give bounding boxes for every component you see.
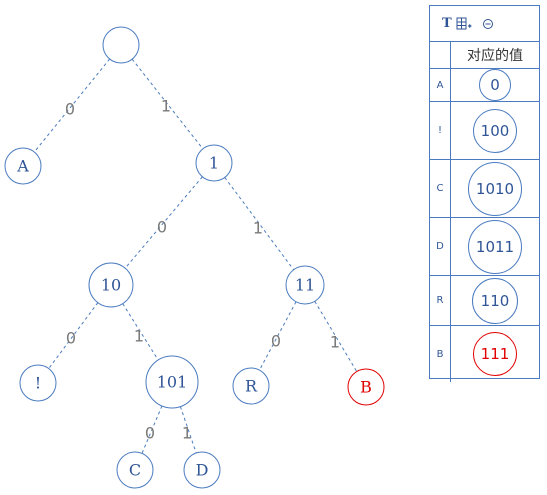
table-row[interactable]: ! 100 (430, 102, 539, 160)
header-key-cell (430, 42, 451, 68)
edge-label-n10-bang: 0 (66, 329, 76, 348)
node-circle (183, 451, 221, 489)
node-label: 1 (209, 154, 219, 173)
node-label: A (16, 157, 29, 176)
node-circle (19, 364, 57, 402)
node-label: 11 (295, 276, 315, 295)
code-value-bubble: 111 (473, 332, 517, 376)
node-label: 10 (101, 276, 121, 295)
tree-edge-n10-n101 (122, 303, 159, 361)
row-key: A (430, 69, 451, 101)
text-format-icon[interactable]: T (442, 16, 452, 31)
edge-label-n101-C: 0 (145, 424, 155, 443)
row-key: C (430, 160, 451, 217)
node-circle (285, 265, 325, 305)
tree-edge-n1-n10 (124, 176, 203, 269)
node-label: R (245, 377, 258, 396)
table-row[interactable]: D 1011 (430, 218, 539, 276)
edge-label-n1-n10: 0 (157, 218, 167, 237)
remove-circle-icon[interactable] (482, 18, 494, 30)
tree-edge-n11-R (259, 301, 297, 371)
tree-node-C[interactable]: C (116, 451, 154, 489)
row-value-cell: 1010 (451, 160, 539, 217)
node-circle (88, 262, 134, 308)
row-value-cell: 110 (451, 276, 539, 325)
header-label: 对应的值 (467, 48, 523, 64)
edge-label-root-A: 0 (65, 100, 75, 119)
tree-node-n101[interactable]: 101 (145, 355, 199, 409)
row-value-cell: 100 (451, 102, 539, 159)
tree-node-B[interactable]: B (347, 368, 385, 406)
edge-label-n101-D: 1 (182, 424, 192, 443)
code-value-bubble: 100 (473, 108, 517, 153)
node-label: B (360, 378, 372, 397)
node-circle (232, 367, 270, 405)
tree-edge-n10-bang (48, 302, 99, 369)
node-circle (4, 147, 42, 185)
edge-label-n10-n101: 1 (134, 327, 144, 346)
edge-label-root-n1: 1 (161, 97, 171, 116)
tree-node-A[interactable]: A (4, 147, 42, 185)
node-label: C (129, 461, 141, 480)
tree-node-D[interactable]: D (183, 451, 221, 489)
tree-edge-root-n1 (131, 58, 204, 150)
code-value-bubble: 0 (479, 69, 511, 101)
tree-edge-n101-C (141, 405, 163, 454)
header-value-cell: 对应的值 (451, 42, 539, 68)
node-label: D (196, 461, 209, 480)
tree-node-R[interactable]: R (232, 367, 270, 405)
edge-label-n1-n11: 1 (253, 219, 263, 238)
code-value-bubble: 1011 (468, 219, 522, 274)
tree-edge-root-A (33, 58, 111, 153)
tree-node-bang[interactable]: ! (19, 364, 57, 402)
node-circle (347, 368, 385, 406)
table-header-row: 对应的值 (430, 42, 539, 69)
row-key: R (430, 276, 451, 325)
node-circle (195, 144, 233, 182)
table-row[interactable]: C 1010 (430, 160, 539, 218)
tree-node-root[interactable] (102, 26, 140, 64)
edge-label-n11-B: 1 (330, 333, 340, 352)
row-key: ! (430, 102, 451, 159)
code-table-panel: T 对 (429, 5, 540, 382)
tree-edge-n1-n11 (224, 177, 295, 271)
edge-label-n11-R: 0 (271, 332, 281, 351)
tree-node-n11[interactable]: 11 (285, 265, 325, 305)
row-value-cell: 1011 (451, 218, 539, 275)
node-circle (145, 355, 199, 409)
code-value-bubble: 1010 (468, 161, 522, 216)
row-key: D (430, 218, 451, 275)
node-label: 101 (157, 373, 188, 392)
panel-toolbar: T (430, 6, 539, 42)
table-row[interactable]: B 111 (430, 326, 539, 382)
tree-node-n10[interactable]: 10 (88, 262, 134, 308)
node-circle (102, 26, 140, 64)
add-row-icon[interactable] (456, 17, 472, 31)
code-value-bubble: 110 (472, 277, 518, 324)
tree-edge-n11-B (314, 301, 358, 372)
table-row[interactable]: R 110 (430, 276, 539, 326)
node-circle (116, 451, 154, 489)
row-value-cell: 0 (451, 69, 539, 101)
row-value-cell: 111 (451, 326, 539, 382)
node-label: ! (35, 374, 41, 393)
row-key: B (430, 326, 451, 382)
tree-node-n1[interactable]: 1 (195, 144, 233, 182)
tree-edge-n101-D (179, 406, 197, 454)
